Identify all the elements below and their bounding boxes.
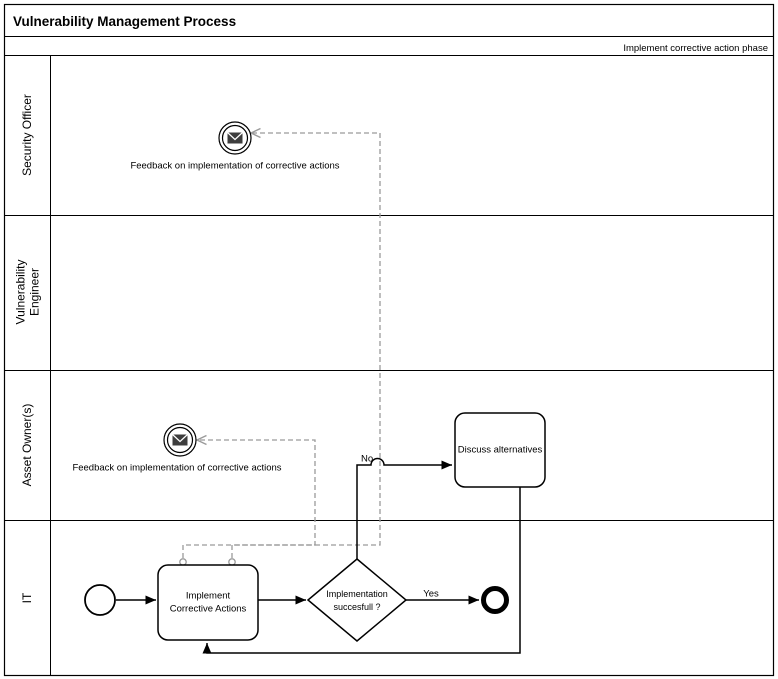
- lane-label-vulnerability-engineer-line1: Vulnerability: [14, 260, 28, 325]
- flow-discuss-loop-to-implement: [202, 487, 521, 654]
- message-event-label: Feedback on implementation of corrective…: [72, 463, 281, 474]
- lane-label-security-officer: Security Officer: [20, 94, 34, 176]
- message-flow-source-dot: [179, 558, 187, 566]
- diagram-title: Vulnerability Management Process: [13, 14, 236, 29]
- task-label-line2: Corrective Actions: [170, 604, 247, 615]
- flow-gateway-no-to-discuss: [356, 457, 452, 559]
- task-implement-corrective-actions: Implement Corrective Actions: [157, 564, 259, 641]
- lane-label-it: IT: [20, 592, 34, 603]
- message-event-label: Feedback on implementation of corrective…: [130, 161, 339, 172]
- lane-label-asset-owners: Asset Owner(s): [20, 404, 34, 487]
- task-label: Discuss alternatives: [458, 445, 543, 456]
- flow-label-yes: Yes: [423, 589, 439, 600]
- gateway-label-line2: succesfull ?: [333, 602, 380, 612]
- flow-label-no: No: [361, 454, 373, 465]
- phase-label: Implement corrective action phase: [623, 43, 768, 54]
- message-icon: [172, 434, 188, 446]
- end-event: [481, 586, 509, 614]
- task-discuss-alternatives: Discuss alternatives: [454, 412, 546, 488]
- pool-border: [3, 3, 775, 677]
- start-event: [84, 584, 116, 616]
- message-icon: [227, 132, 243, 144]
- message-event-feedback-security-officer: Feedback on implementation of corrective…: [130, 121, 340, 172]
- lane-label-vulnerability-engineer-line2: Engineer: [28, 268, 42, 316]
- task-label-line1: Implement: [186, 591, 231, 602]
- gateway-implementation-successful: Implementation succesfull ?: [306, 558, 408, 642]
- gateway-label-line1: Implementation: [326, 589, 388, 599]
- message-flow-source-dot: [228, 558, 236, 566]
- message-event-feedback-asset-owner: Feedback on implementation of corrective…: [72, 423, 282, 474]
